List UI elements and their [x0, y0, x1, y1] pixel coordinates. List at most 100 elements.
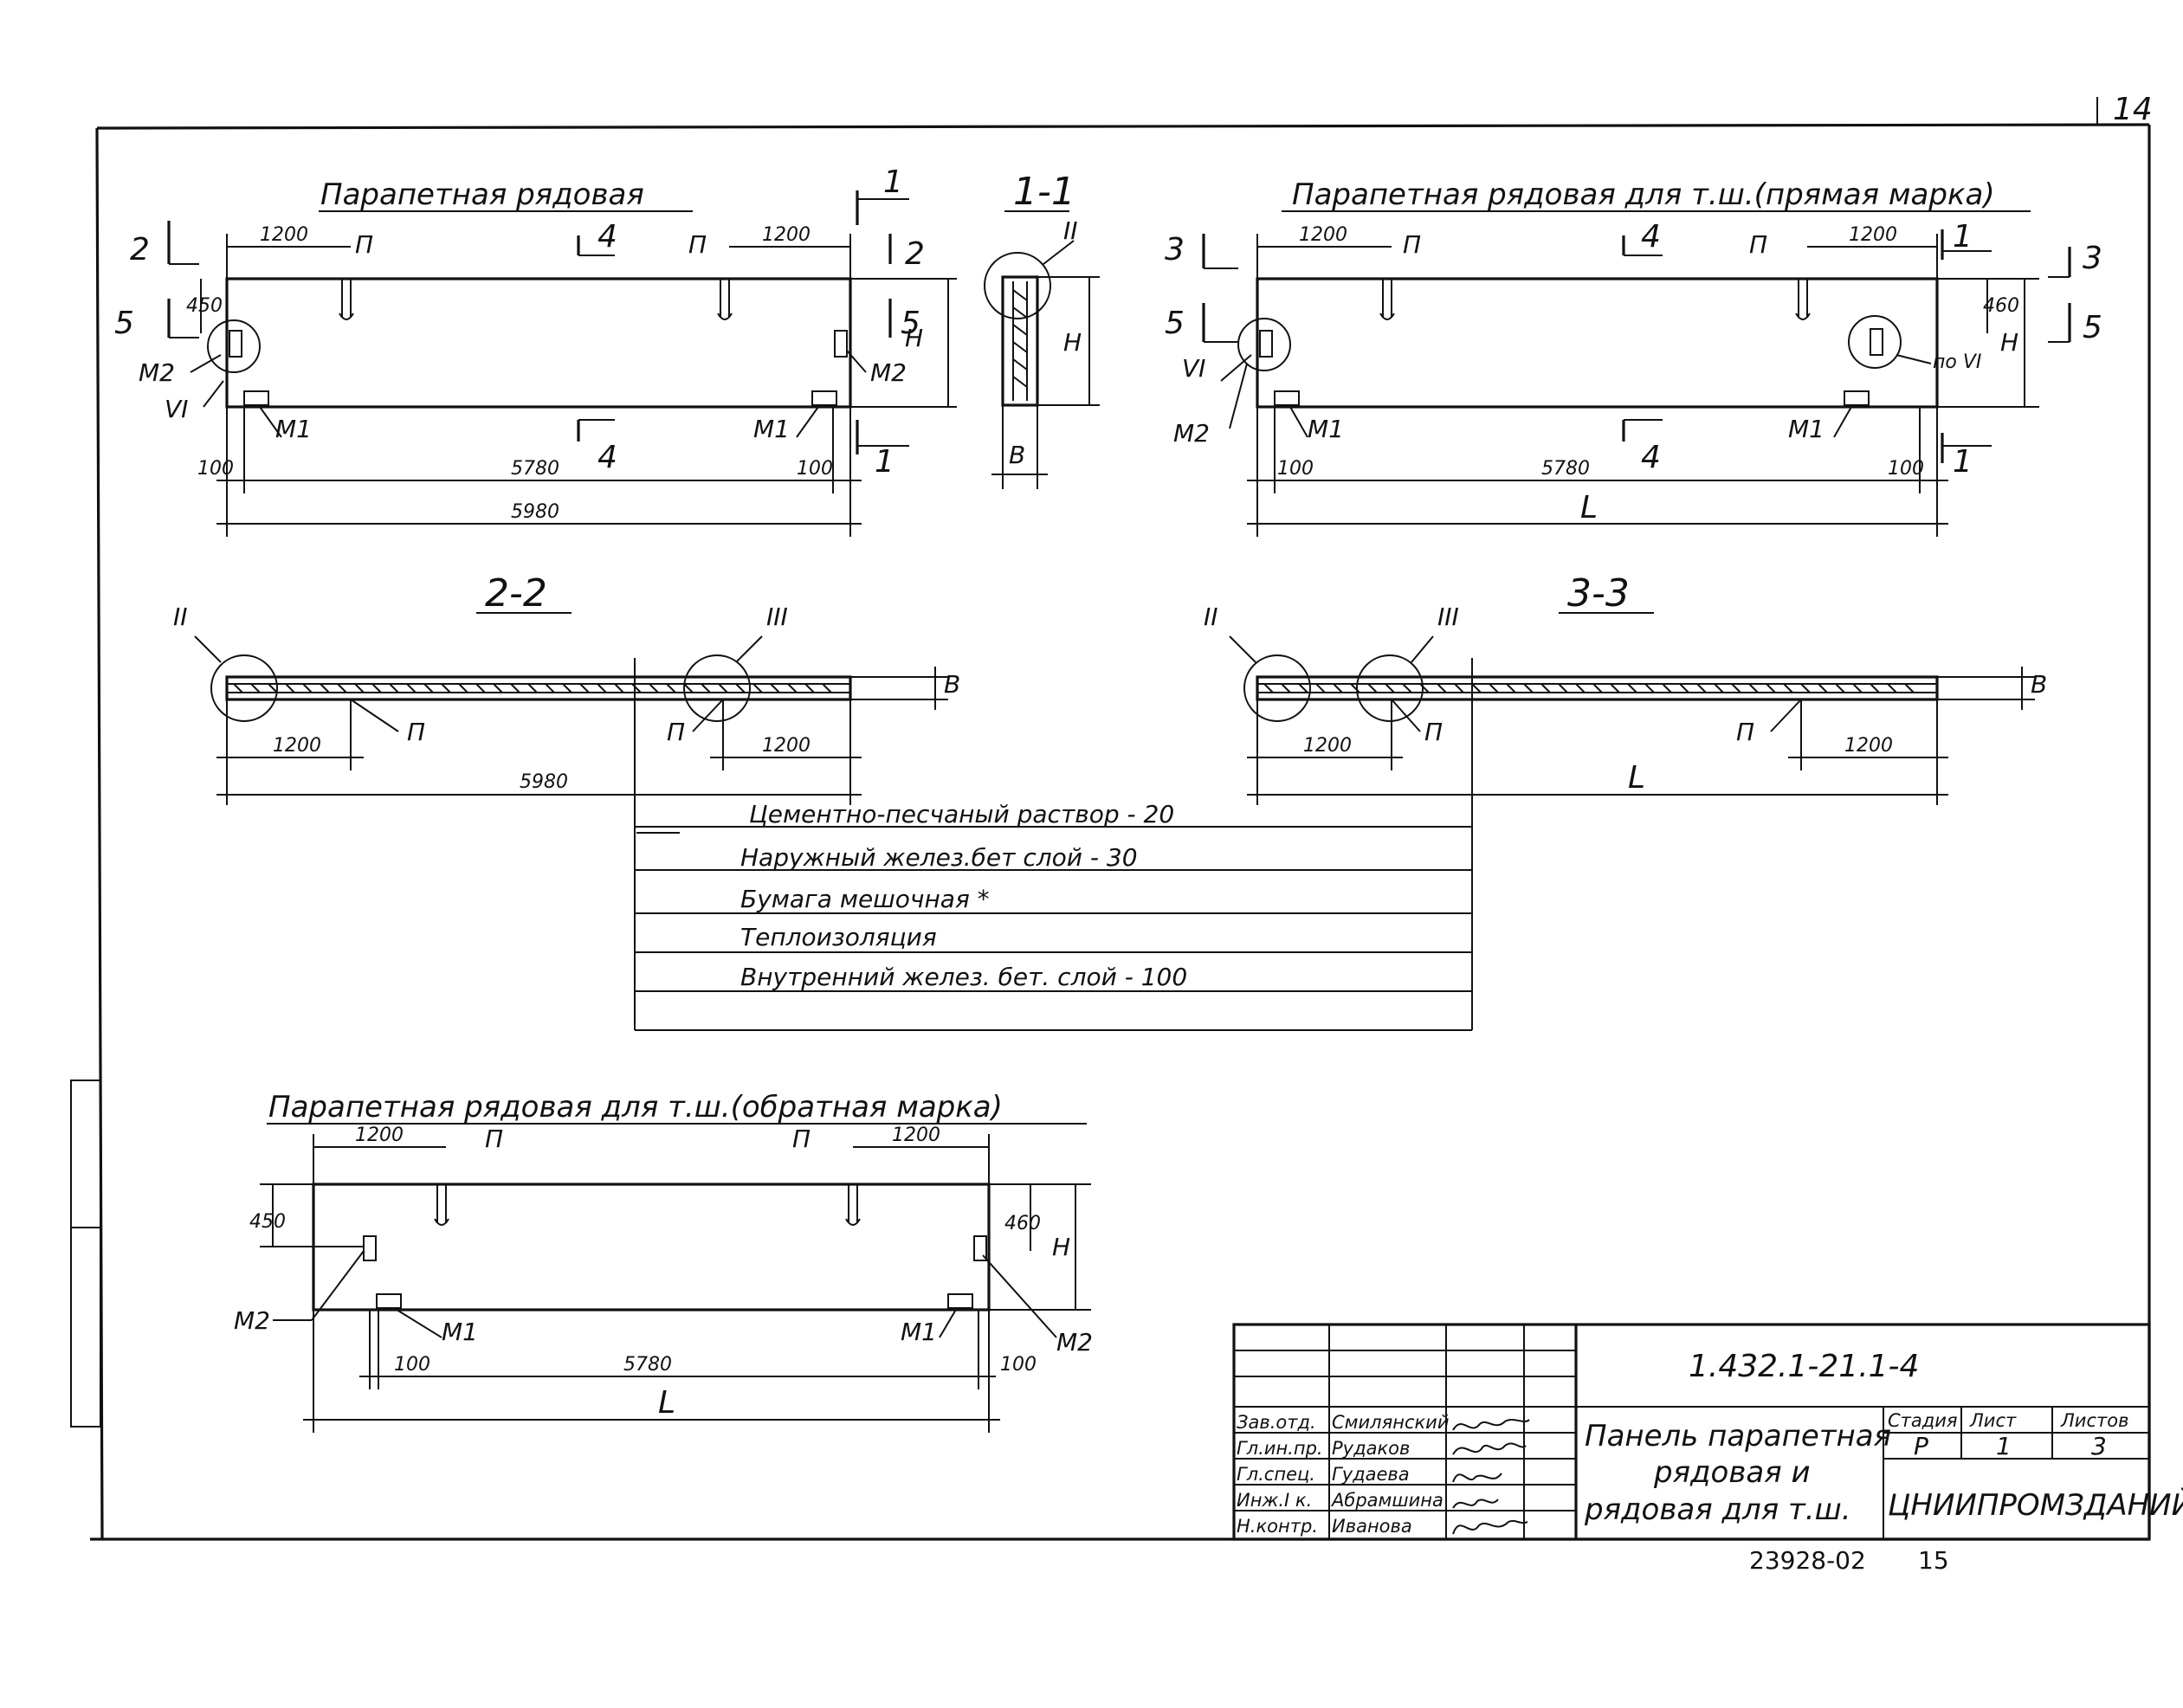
- signature-1: [1452, 1419, 1530, 1431]
- section-1-1-title: 1-1: [1013, 170, 1075, 214]
- m2-label-tl-right: М2: [870, 358, 907, 387]
- dim-5780-b: 5780: [623, 1354, 672, 1376]
- top-right-view: Парапетная рядовая для т.ш.(прямая марка…: [1165, 177, 2102, 537]
- stamp-name-3: Гудаева: [1332, 1464, 1410, 1485]
- stamp-sheets-head: Листов: [2060, 1410, 2128, 1431]
- layer-4: Теплоизоляция: [740, 923, 937, 951]
- m1-label-tl-right: М1: [753, 415, 790, 443]
- loop-label-tl-1: П: [355, 230, 373, 259]
- m1-label-b-left: М1: [442, 1318, 478, 1346]
- top-left-view: Парапетная рядовая 1200 1200 П П 450 H: [114, 164, 957, 537]
- roman-3-s33: III: [1437, 603, 1459, 631]
- cut-1-top: 1: [883, 164, 903, 200]
- dim-100-tr-b: 100: [1888, 458, 1924, 480]
- dim-100-tl-a: 100: [197, 458, 234, 480]
- dim-1200-s22-b: 1200: [762, 735, 811, 757]
- signature-5: [1452, 1519, 1528, 1535]
- l-label-tr: L: [1580, 490, 1598, 525]
- b-label-s33: В: [2031, 670, 2047, 699]
- stamp-stage-head: Стадия: [1888, 1410, 1958, 1431]
- sheet-frame: [70, 97, 2151, 1541]
- section-2-2-title: 2-2: [485, 571, 547, 616]
- h-label-s11: H: [1063, 328, 1082, 357]
- title-block: 1.432.1-21.1-4 Панель парапетная рядовая…: [1232, 1323, 2183, 1541]
- dim-5980-s22: 5980: [520, 771, 568, 793]
- lifting-loop-tl-2: [717, 279, 733, 320]
- dim-1200-s33-a: 1200: [1303, 735, 1352, 757]
- dim-100-b-a: 100: [394, 1354, 430, 1376]
- embed-m2-tl-left: [229, 330, 242, 358]
- cut-4-tr-bottom: 4: [1641, 440, 1661, 475]
- l-label-s33: L: [1628, 760, 1645, 796]
- roman-2-s22: II: [173, 603, 188, 631]
- loop-label-s33-a: П: [1424, 718, 1443, 746]
- stamp-role-5: Н.контр.: [1237, 1516, 1318, 1537]
- layer-5: Внутренний желез. бет. слой - 100: [740, 963, 1187, 991]
- detail-circle-vi-tl: [207, 319, 261, 373]
- embed-m1-tl-left: [243, 390, 269, 406]
- cut-4-top: 4: [597, 219, 617, 255]
- section-1-1: 1-1 II H В: [984, 170, 1100, 489]
- embed-m2-tl-right: [834, 330, 848, 358]
- bottom-title: Парапетная рядовая для т.ш.(обратная мар…: [268, 1090, 1003, 1125]
- dim-1200-b-b: 1200: [892, 1125, 940, 1146]
- h-label-tl: H: [905, 324, 923, 352]
- layer-1: Цементно-песчаный раствор - 20: [749, 800, 1174, 828]
- dim-1200-tr-b: 1200: [1849, 224, 1897, 246]
- cut-3-left: 3: [1165, 232, 1185, 267]
- stamp-sheets: 3: [2091, 1432, 2107, 1460]
- archive-sheet: 15: [1918, 1546, 1949, 1575]
- dim-100-tr-a: 100: [1277, 458, 1314, 480]
- dim-100-b-b: 100: [1000, 1354, 1037, 1376]
- m1-label-tl-left: М1: [275, 415, 312, 443]
- loop-label-b-2: П: [792, 1125, 811, 1153]
- m2-label-tl-left: М2: [139, 358, 175, 387]
- m2-label-b-right: М2: [1056, 1328, 1093, 1357]
- vi-label-tr: VI: [1182, 354, 1205, 383]
- stamp-sheet-head: Лист: [1969, 1410, 2017, 1431]
- section-2-2: 2-2 II III В П П 1200 1200 5980: [173, 571, 960, 814]
- m2-label-b-left: М2: [234, 1306, 270, 1335]
- roman-2-s11: II: [1063, 216, 1078, 245]
- dim-1200-b-a: 1200: [355, 1125, 404, 1146]
- m1-label-tr-right: М1: [1788, 415, 1825, 443]
- vi-label-tl: VI: [165, 395, 188, 423]
- dim-5980-tl: 5980: [511, 501, 559, 523]
- stamp-stage: Р: [1914, 1432, 1928, 1460]
- h-label-b: H: [1052, 1233, 1070, 1261]
- stamp-name-2: Рудаков: [1332, 1438, 1410, 1459]
- dim-100-tl-b: 100: [797, 458, 833, 480]
- stamp-org: ЦНИИПРОМЗДАНИЙ: [1888, 1487, 2183, 1523]
- dim-460-tr: 460: [1983, 295, 2019, 317]
- stamp-title-2: рядовая и: [1653, 1455, 1811, 1490]
- panel-outline-tl: [225, 277, 852, 409]
- section-3-3-title: 3-3: [1567, 571, 1630, 616]
- bottom-view: Парапетная рядовая для т.ш.(обратная мар…: [234, 1090, 1093, 1433]
- lifting-loop-tl-1: [339, 279, 354, 320]
- cut-5-tr-left: 5: [1165, 306, 1185, 341]
- panel-outline-bottom: [312, 1183, 991, 1312]
- stamp-name-4: Абрамшина: [1330, 1490, 1443, 1511]
- layer-legend: Цементно-песчаный раствор - 20 Наружный …: [634, 800, 1473, 1031]
- dim-450-tl: 450: [186, 295, 223, 317]
- loop-label-tr-2: П: [1749, 230, 1767, 259]
- cut-5-right: 5: [901, 306, 920, 341]
- h-label-tr: H: [2000, 328, 2018, 357]
- loop-label-tl-2: П: [688, 230, 707, 259]
- b-label-s11: В: [1009, 441, 1025, 469]
- cut-5-tr-right: 5: [2083, 310, 2102, 345]
- dim-450-b: 450: [249, 1211, 286, 1233]
- section-3-3: 3-3 II III В П П 1200 1200 L: [1204, 571, 2047, 814]
- cut-1-tr-bottom: 1: [1953, 444, 1973, 480]
- stamp-role-4: Инж.I к.: [1237, 1490, 1312, 1511]
- dim-5780-tr: 5780: [1541, 458, 1590, 480]
- roman-2-s33: II: [1204, 603, 1218, 631]
- cut-3-right: 3: [2083, 241, 2102, 276]
- panel-outline-tr: [1256, 277, 1939, 409]
- stamp-role-3: Гл.спец.: [1237, 1464, 1315, 1485]
- cut-1-tr-top: 1: [1953, 219, 1973, 255]
- loop-label-s22-a: П: [407, 718, 425, 746]
- cut-2-left: 2: [130, 232, 150, 267]
